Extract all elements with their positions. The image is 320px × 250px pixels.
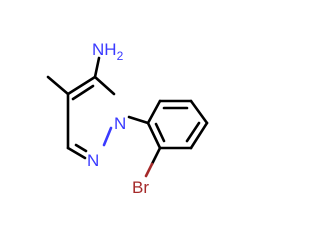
bond-n1-phenyl <box>127 115 150 125</box>
bond-n2-n1 <box>102 126 113 147</box>
bond-c4-methyl <box>46 75 70 96</box>
structure-canvas: NH2 N N Br <box>46 40 209 197</box>
ring-n2-label: N <box>87 151 99 170</box>
bond-ph-6-1-inner <box>154 122 166 143</box>
bond-ph-4-5 <box>189 121 209 150</box>
bond-ph-1-2 <box>146 99 162 125</box>
bond-c3-n2 <box>66 146 87 160</box>
bond-c5-nh2 <box>93 56 101 79</box>
bond-c-br <box>150 146 162 166</box>
bond-c-br-colored <box>144 162 154 178</box>
bromine-label: Br <box>132 178 149 197</box>
bond-c5-c4-inner <box>71 84 95 101</box>
bond-ph-4-5-inner <box>185 121 201 143</box>
bond-n1-c5 <box>93 75 116 96</box>
bond-ph-6-1 <box>146 121 162 150</box>
amine-label: NH2 <box>92 40 124 63</box>
molecule-diagram: NH2 N N Br <box>46 40 209 197</box>
amine-subscript: 2 <box>117 49 124 63</box>
bond-c5-c4 <box>66 75 97 96</box>
ring-n1-label: N <box>114 114 126 133</box>
bond-c3-n2-inner <box>74 143 88 153</box>
bond-ph-3-4 <box>189 99 209 125</box>
